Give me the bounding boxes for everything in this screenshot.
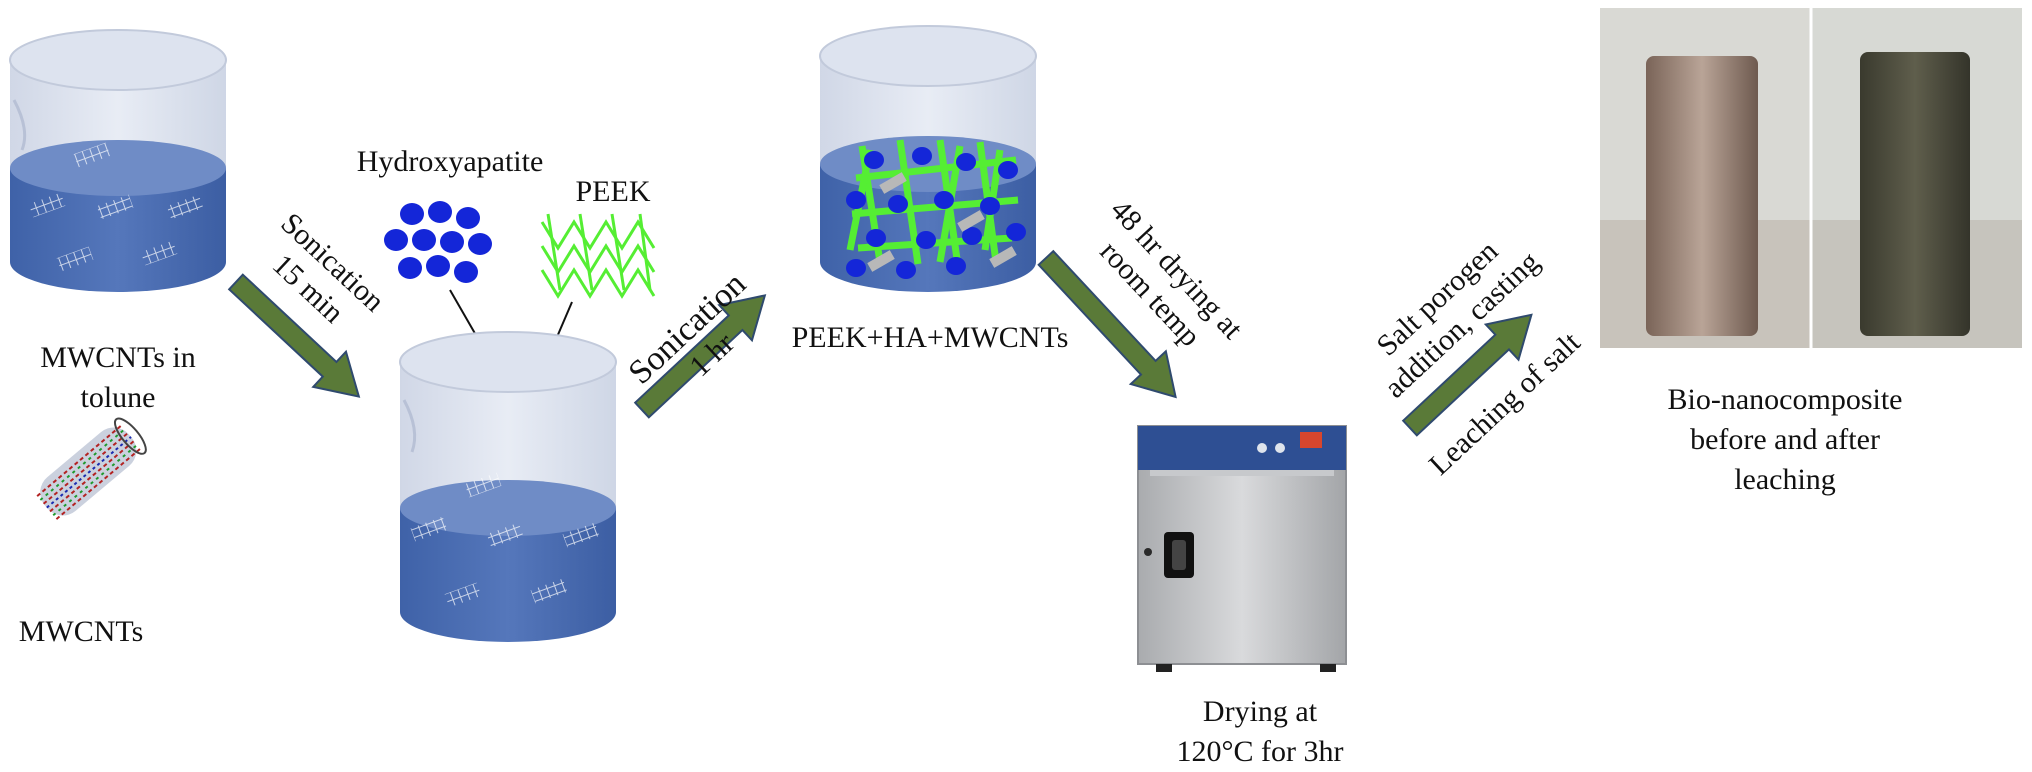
bio-nanocomposite-photo [1600,8,2022,348]
arrow-3 [1037,249,1177,399]
arrow-4 [1401,313,1533,437]
label-line: Drying at [1202,695,1318,728]
label-peek: PEEK [575,175,651,208]
label-line: Bio-nanocomposite [1667,383,1903,416]
label-line: leaching [1734,463,1836,496]
arrow-1 [227,273,361,398]
peek-mesh [540,213,656,299]
mwcnt-tube-icon [36,417,147,520]
beaker-composite [819,25,1037,292]
drying-oven [1137,425,1347,672]
hydroxyapatite-particles [384,201,492,283]
label-hydroxyapatite: Hydroxyapatite [356,145,544,178]
arrow-2 [633,294,767,419]
beaker-mwcnts-in-tolune [9,29,227,292]
label-bio-nanocomposite: Bio-nanocomposite before and after leach… [1640,380,1930,500]
ha-particles [846,147,1026,279]
label-line: MWCNTs in [40,341,196,374]
label-peek-ha-mwcnts: PEEK+HA+MWCNTs [791,321,1069,354]
label-drying: Drying at 120°C for 3hr [1150,692,1370,772]
label-mwcnts: MWCNTs [18,615,144,648]
label-mwcnts-in-tolune: MWCNTs in tolune [18,338,218,418]
cnt-clusters [28,142,204,272]
label-line: before and after [1690,423,1880,456]
label-line: tolune [80,381,156,414]
cnt-bundles [867,172,1017,272]
label-line: 120°C for 3hr [1176,735,1344,768]
beaker-mixing [399,331,617,642]
